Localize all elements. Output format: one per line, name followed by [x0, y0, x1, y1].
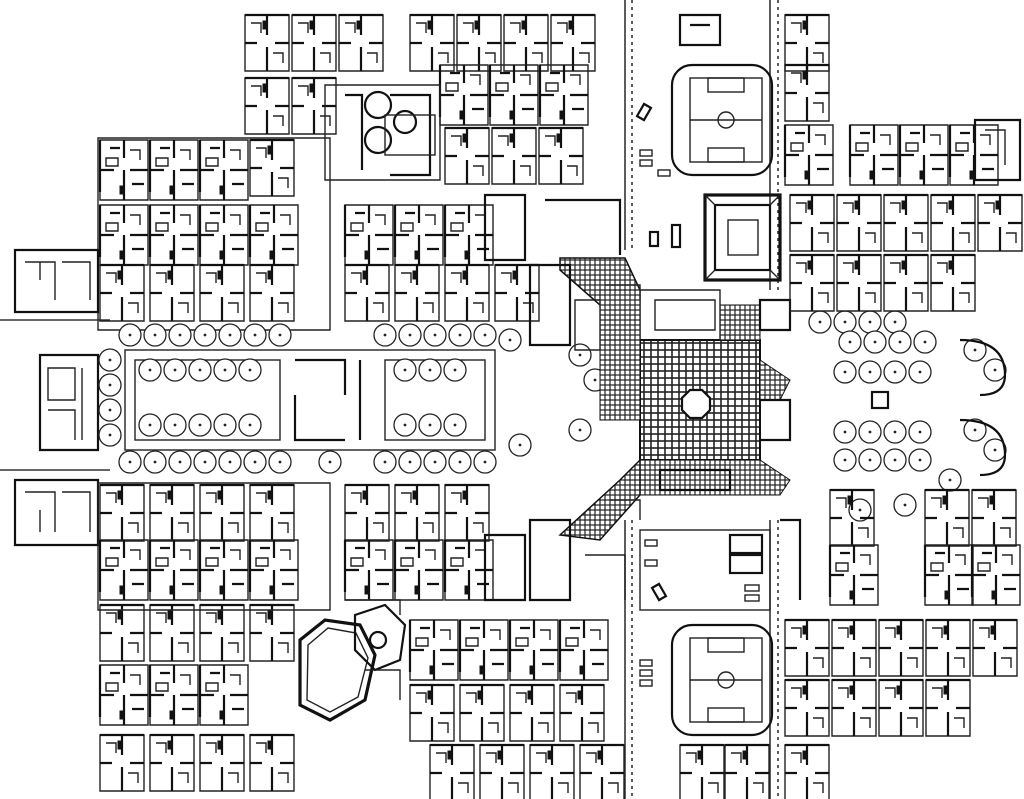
central-plaza [558, 257, 792, 541]
parked-cars [635, 102, 760, 687]
parking-south [639, 529, 771, 611]
plaza-fountain [680, 388, 712, 420]
housing-block-northwest [97, 137, 541, 331]
school-building-south [298, 599, 407, 722]
housing-block-east-edge [973, 118, 1022, 182]
tree-grove-east [808, 310, 1007, 522]
school-building-north [324, 84, 441, 181]
housing-block-west [13, 248, 100, 547]
tree-row-south [118, 413, 532, 474]
cloister-building [703, 193, 782, 282]
football-pitch-south [670, 623, 774, 737]
housing-block-north-strip [243, 13, 831, 186]
civic-buildings [483, 193, 802, 602]
housing-block-southwest [97, 482, 495, 793]
football-pitch-north [670, 63, 774, 177]
courtyard-west [98, 323, 607, 474]
housing-block-south [408, 618, 831, 799]
housing-block-east [783, 63, 1024, 738]
tree-row-north [118, 323, 522, 382]
